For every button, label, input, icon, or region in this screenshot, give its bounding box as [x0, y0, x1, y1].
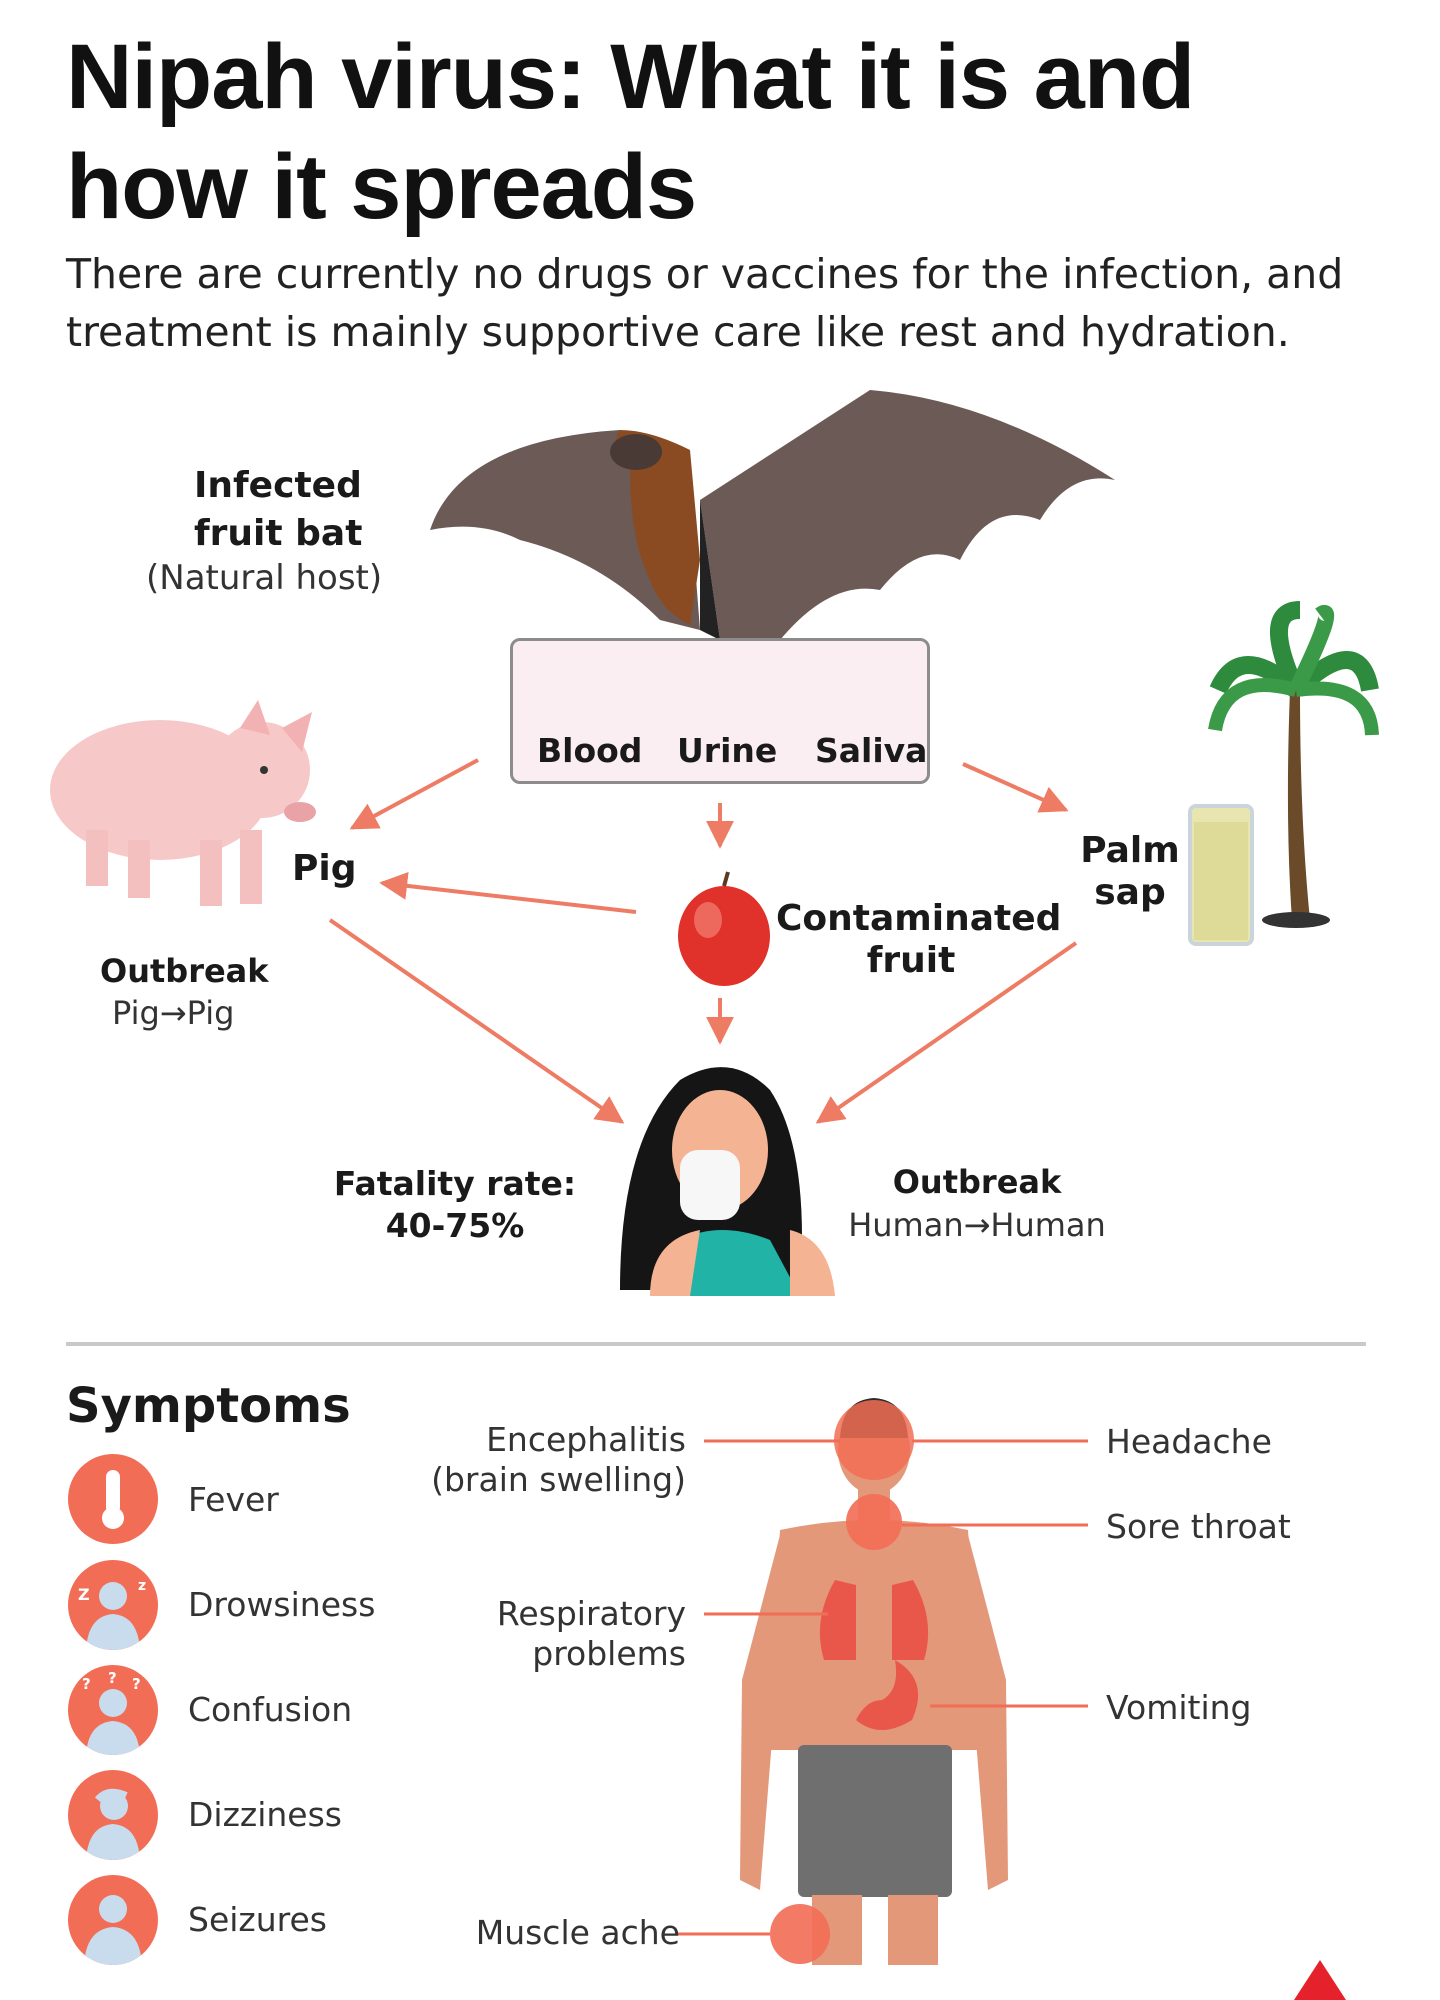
palm-tree-illustration: [1208, 601, 1379, 928]
symptom-drowsiness: Drowsiness: [188, 1585, 376, 1624]
encephalitis-label: Encephalitis (brain swelling): [431, 1420, 686, 1499]
symptom-confusion: Confusion: [188, 1690, 353, 1729]
arrow-palm-sap-to-human: [815, 941, 1078, 1124]
palm-sap-glass-illustration: [1188, 804, 1254, 946]
apple-illustration: [678, 871, 770, 986]
seizures-icon: [68, 1875, 158, 1965]
section-divider: [66, 1342, 1366, 1346]
pig-outbreak-note: Pig→Pig: [112, 994, 235, 1032]
throat-highlight: [846, 1494, 902, 1550]
pig-label: Pig: [292, 848, 357, 889]
brand-logo-partial: [1294, 1960, 1346, 2000]
pig-outbreak-title: Outbreak: [100, 952, 269, 990]
svg-text:?: ?: [132, 1675, 141, 1693]
subtitle-line-2: treatment is mainly supportive care like…: [66, 308, 1290, 356]
dizziness-icon: [68, 1770, 158, 1860]
confusion-icon: ???: [68, 1665, 158, 1755]
fluid-label-saliva: Saliva: [815, 731, 928, 770]
contaminated-fruit-label: Contaminated fruit: [776, 898, 1062, 981]
arrow-bat-to-pig: [349, 758, 479, 830]
vomiting-label: Vomiting: [1106, 1688, 1252, 1727]
fever-icon: [68, 1454, 158, 1544]
arrow-fruit-to-pig: [379, 871, 637, 914]
stomach-highlight: [856, 1660, 919, 1730]
title-line-2: how it spreads: [66, 136, 697, 238]
human-outbreak-title: Outbreak: [892, 1163, 1062, 1201]
symptom-dizziness: Dizziness: [188, 1795, 342, 1834]
bat-note: (Natural host): [146, 558, 383, 598]
page-title: Nipah virus: What it is and how it sprea…: [66, 22, 1366, 242]
subtitle-line-1: There are currently no drugs or vaccines…: [66, 250, 1344, 298]
symptoms-heading: Symptoms: [66, 1378, 351, 1434]
body-fluids-box: Blood Urine Saliva: [510, 638, 930, 784]
bat-label: Infected fruit bat: [194, 465, 363, 554]
arrow-pig-to-human: [328, 918, 625, 1124]
pig-illustration: [50, 700, 316, 906]
sore-throat-label: Sore throat: [1106, 1507, 1291, 1546]
fruit-bat-illustration: [430, 390, 1115, 640]
fatality-rate-label: Fatality rate: 40-75%: [333, 1164, 577, 1245]
fluid-label-urine: Urine: [677, 731, 778, 770]
leg-muscle-highlight: [770, 1904, 830, 1964]
fluid-label-blood: Blood: [537, 731, 643, 770]
left-lung-highlight: [819, 1580, 856, 1660]
human-outbreak-note: Human→Human: [848, 1206, 1106, 1244]
title-line-1: Nipah virus: What it is and: [66, 26, 1195, 128]
symptom-fever: Fever: [188, 1480, 279, 1519]
muscle-ache-label: Muscle ache: [475, 1913, 680, 1952]
svg-text:?: ?: [82, 1675, 91, 1693]
svg-text:z: z: [138, 1578, 146, 1594]
svg-text:?: ?: [108, 1669, 117, 1687]
palm-sap-label: Palm sap: [1080, 830, 1180, 913]
svg-text:Z: Z: [78, 1585, 90, 1604]
page-subtitle: There are currently no drugs or vaccines…: [66, 245, 1386, 361]
brain-highlight: [834, 1400, 914, 1480]
human-body-illustration: [740, 1398, 1008, 1965]
sick-person-illustration: [620, 1067, 835, 1296]
respiratory-label: Respiratory problems: [496, 1594, 686, 1673]
right-lung-highlight: [892, 1580, 929, 1660]
arrow-bat-to-palm-sap: [962, 762, 1069, 813]
headache-label: Headache: [1106, 1422, 1272, 1461]
symptom-seizures: Seizures: [188, 1900, 327, 1939]
